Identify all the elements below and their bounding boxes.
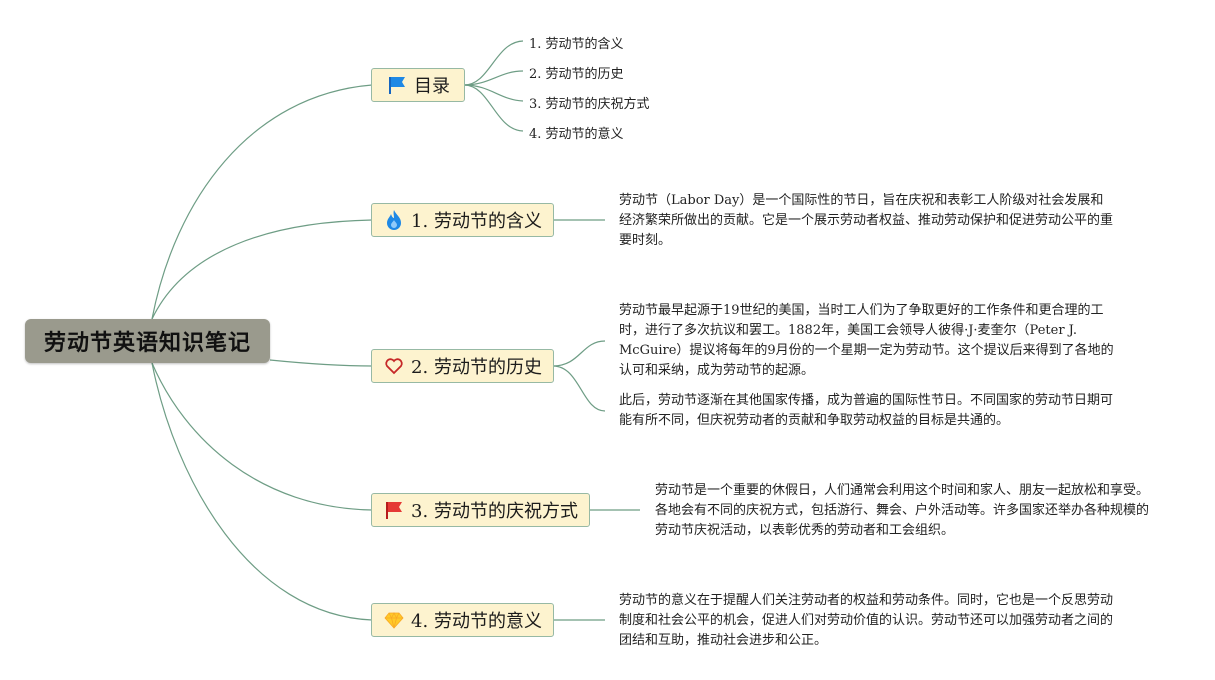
topic-history[interactable]: 2. 劳动节的历史 — [371, 349, 554, 383]
diamond-icon — [383, 609, 405, 631]
topic-label: 4. 劳动节的意义 — [411, 611, 542, 632]
toc-item-1[interactable]: 1. 劳动节的含义 — [529, 37, 624, 52]
toc-item-2[interactable]: 2. 劳动节的历史 — [529, 67, 624, 82]
topic-label: 1. 劳动节的含义 — [411, 211, 542, 232]
toc-item-3[interactable]: 3. 劳动节的庆祝方式 — [529, 97, 650, 112]
toc-item-4[interactable]: 4. 劳动节的意义 — [529, 127, 624, 142]
paragraph-significance: 劳动节的意义在于提醒人们关注劳动者的权益和劳动条件。同时，它也是一个反思劳动制度… — [619, 593, 1114, 648]
topic-celebration[interactable]: 3. 劳动节的庆祝方式 — [371, 493, 590, 527]
central-topic-label: 劳动节英语知识笔记 — [43, 331, 251, 356]
topic-label: 3. 劳动节的庆祝方式 — [411, 501, 578, 522]
topic-label: 2. 劳动节的历史 — [411, 357, 542, 378]
topic-meaning[interactable]: 1. 劳动节的含义 — [371, 203, 554, 237]
flag-red-icon — [383, 499, 405, 521]
paragraph-history-1: 劳动节最早起源于19世纪的美国，当时工人们为了争取更好的工作条件和更合理的工时，… — [619, 303, 1114, 378]
central-topic[interactable]: 劳动节英语知识笔记 — [25, 319, 270, 363]
flag-blue-icon — [386, 74, 408, 96]
topic-significance[interactable]: 4. 劳动节的意义 — [371, 603, 554, 637]
paragraph-history-2: 此后，劳动节逐渐在其他国家传播，成为普遍的国际性节日。不同国家的劳动节日期可能有… — [619, 393, 1114, 428]
paragraph-meaning: 劳动节（Labor Day）是一个国际性的节日，旨在庆祝和表彰工人阶级对社会发展… — [619, 193, 1114, 248]
topic-label: 目录 — [414, 76, 450, 97]
fire-icon — [383, 209, 405, 231]
topic-toc[interactable]: 目录 — [371, 68, 465, 102]
paragraph-celebration: 劳动节是一个重要的休假日，人们通常会利用这个时间和家人、朋友一起放松和享受。各地… — [655, 483, 1150, 538]
heart-icon — [383, 355, 405, 377]
